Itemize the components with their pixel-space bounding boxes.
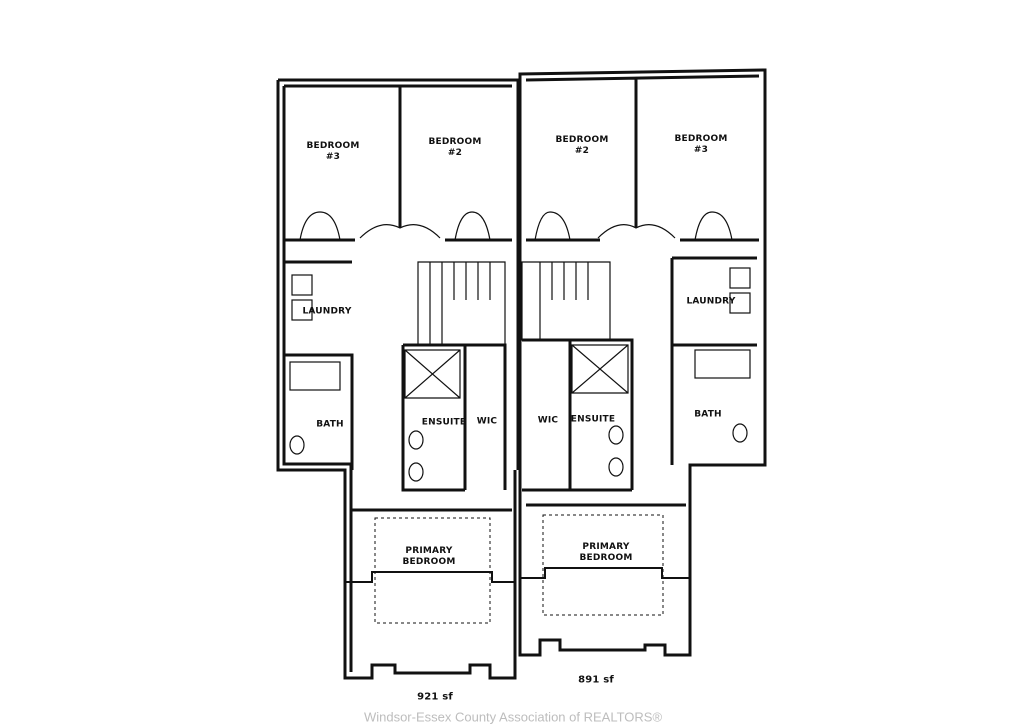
room-number: #2 (447, 148, 463, 158)
room-label-right-laundry: LAUNDRY (686, 296, 736, 307)
room-number: #3 (693, 145, 709, 155)
room-label-right-ensuite: ENSUITE (570, 414, 616, 425)
room-label-left-wic: WIC (476, 416, 498, 427)
room-label-right-wic: WIC (537, 415, 559, 426)
room-label-left-laundry: LAUNDRY (302, 306, 352, 317)
stairs (417, 261, 611, 346)
room-name-line1: PRIMARY (405, 546, 453, 556)
room-label-right-bedroom-3: BEDROOM#3 (674, 134, 727, 156)
room-label-left-bath: BATH (316, 419, 344, 430)
room-number: #2 (574, 146, 590, 156)
left-unit-walls (276, 78, 520, 680)
room-label-left-bedroom-3: BEDROOM#3 (306, 141, 359, 163)
room-label-right-bedroom-2: BEDROOM#2 (555, 135, 608, 157)
room-name: BEDROOM (428, 137, 482, 147)
tray-ceilings (374, 514, 664, 624)
watermark: Windsor-Essex County Association of REAL… (363, 709, 663, 725)
room-name: BEDROOM (555, 135, 609, 145)
room-label-left-bedroom-2: BEDROOM#2 (428, 137, 481, 159)
fixtures (289, 267, 751, 482)
room-number: #3 (325, 152, 341, 162)
room-name-line1: PRIMARY (582, 542, 630, 552)
tray-ceiling-walls (345, 567, 690, 583)
room-name: BEDROOM (674, 134, 728, 144)
room-label-right-bath: BATH (694, 409, 722, 420)
room-name-line2: BEDROOM (402, 557, 456, 567)
right-unit-area: 891 sf (578, 674, 614, 686)
room-label-left-ensuite: ENSUITE (421, 417, 467, 428)
room-name: BEDROOM (306, 141, 360, 151)
doors (299, 211, 733, 241)
room-name-line2: BEDROOM (579, 553, 633, 563)
left-unit-area: 921 sf (417, 691, 453, 703)
